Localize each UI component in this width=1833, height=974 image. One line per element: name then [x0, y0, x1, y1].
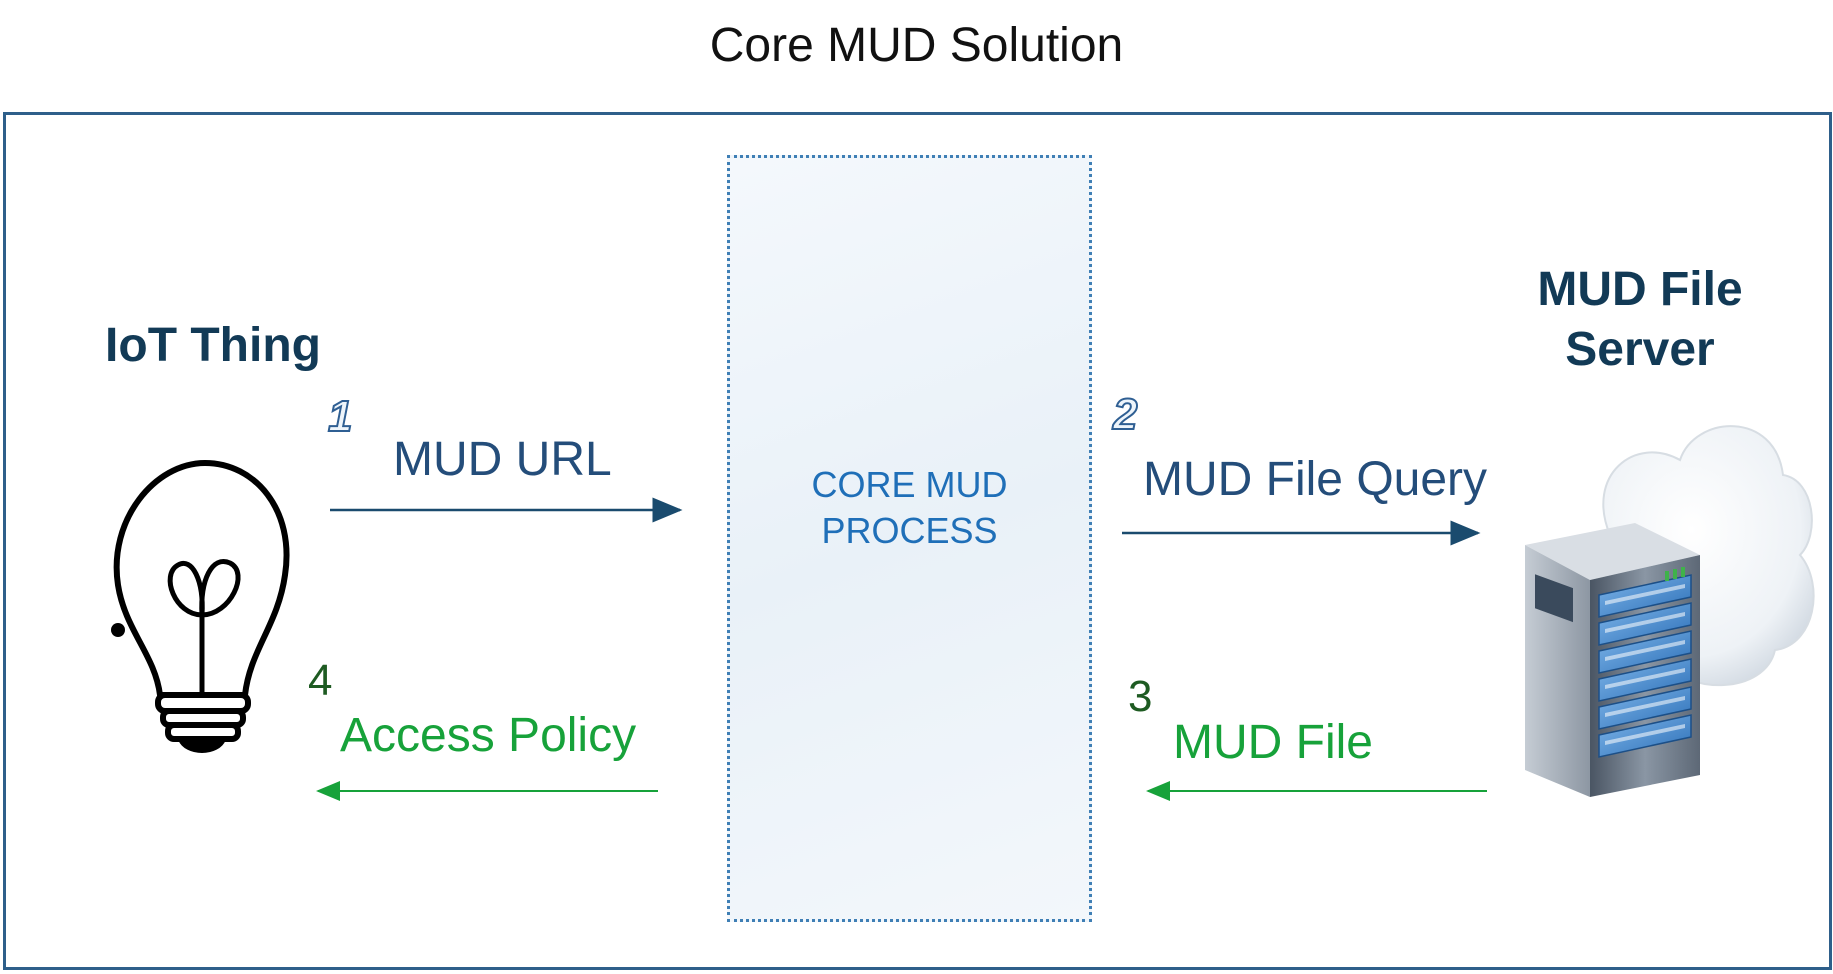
- flow-label-mud-file: MUD File: [1173, 716, 1373, 769]
- flow-label-mud-file-query: MUD File Query: [1143, 453, 1488, 506]
- core-mud-process-label: CORE MUD PROCESS: [727, 462, 1092, 554]
- lightbulb-icon: [111, 460, 290, 753]
- flow-label-access-policy: Access Policy: [340, 709, 637, 762]
- diagram-frame: [3, 112, 1832, 970]
- step-number-4: 4: [308, 656, 333, 705]
- flow-label-mud-url: MUD URL: [393, 433, 612, 486]
- iot-thing-label: IoT Thing: [105, 319, 321, 372]
- process-label-line2: PROCESS: [821, 510, 998, 551]
- process-label-line1: CORE MUD: [811, 464, 1008, 505]
- mud-file-server-label-line2: Server: [1565, 323, 1715, 376]
- step-number-1: 1: [327, 391, 354, 442]
- core-mud-process-box: [727, 155, 1092, 922]
- step-number-3: 3: [1128, 672, 1153, 721]
- step-number-2: 2: [1112, 389, 1139, 440]
- mud-file-server-label-line1: MUD File: [1537, 263, 1743, 316]
- server-cloud-icon: [1525, 425, 1815, 797]
- diagram-title: Core MUD Solution: [709, 19, 1124, 72]
